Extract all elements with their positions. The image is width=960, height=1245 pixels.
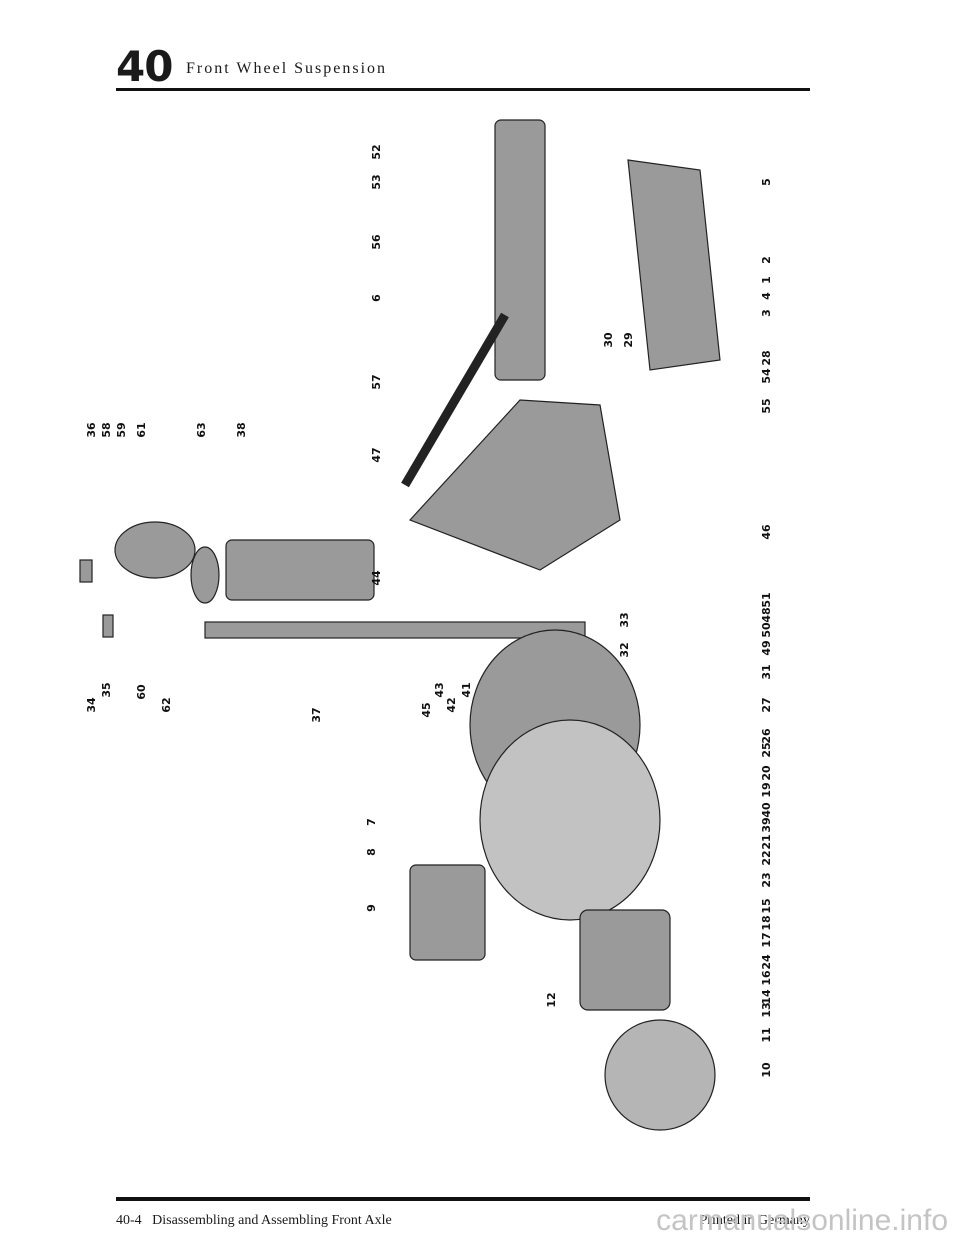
part-torsion-bar — [401, 312, 509, 488]
callout-labels: 1234567891011121314151617181920212223242… — [85, 144, 773, 1077]
callout-14: 14 — [760, 989, 773, 1005]
callout-1: 1 — [760, 276, 773, 284]
callout-36: 36 — [85, 422, 98, 438]
callout-6: 6 — [370, 294, 383, 302]
section-title: Front Wheel Suspension — [186, 60, 388, 77]
part-upper-mount — [114, 521, 196, 579]
callout-2: 2 — [760, 256, 773, 264]
callout-51: 51 — [760, 592, 773, 607]
callout-25: 25 — [760, 742, 773, 757]
callout-21: 21 — [760, 834, 773, 849]
callout-60: 60 — [135, 684, 148, 700]
part-strut-tube — [204, 621, 586, 639]
header-rule — [116, 88, 810, 91]
footer-rule — [116, 1197, 810, 1201]
callout-28: 28 — [760, 350, 773, 365]
callout-33: 33 — [618, 612, 631, 627]
callout-35: 35 — [100, 682, 113, 697]
callout-44: 44 — [370, 570, 383, 586]
callout-15: 15 — [760, 898, 773, 913]
callout-55: 55 — [760, 398, 773, 413]
callout-11: 11 — [760, 1027, 773, 1042]
callout-31: 31 — [760, 664, 773, 679]
callout-46: 46 — [760, 524, 773, 540]
part-brake-disc — [479, 719, 661, 921]
callout-13: 13 — [760, 1002, 773, 1017]
page-reference: 40-4 — [116, 1213, 142, 1228]
callout-18: 18 — [760, 915, 773, 930]
callout-9: 9 — [365, 904, 378, 912]
part-caliper — [409, 864, 486, 961]
callout-62: 62 — [160, 697, 173, 712]
section-number: 40 — [116, 42, 173, 91]
exploded-view-drawing: 1234567891011121314151617181920212223242… — [79, 119, 773, 1131]
callout-47: 47 — [370, 447, 383, 462]
watermark: carmanualsonline.info — [656, 1204, 948, 1237]
callout-20: 20 — [760, 765, 773, 781]
callout-24: 24 — [760, 954, 773, 970]
callout-42: 42 — [445, 697, 458, 712]
part-bolt — [102, 614, 114, 638]
part-wheel-hub — [604, 1019, 716, 1131]
callout-53: 53 — [370, 174, 383, 189]
callout-48: 48 — [760, 607, 773, 622]
callout-23: 23 — [760, 872, 773, 887]
callout-58: 58 — [100, 422, 113, 437]
callout-29: 29 — [622, 332, 635, 347]
callout-5: 5 — [760, 178, 773, 186]
callout-8: 8 — [365, 848, 378, 856]
part-nut — [79, 559, 93, 583]
callout-43: 43 — [433, 682, 446, 697]
callout-4: 4 — [760, 292, 773, 300]
part-upper-bracket — [494, 119, 546, 381]
callout-63: 63 — [195, 422, 208, 437]
callout-10: 10 — [760, 1062, 773, 1078]
callout-49: 49 — [760, 640, 773, 655]
callout-3: 3 — [760, 309, 773, 317]
callout-40: 40 — [760, 802, 773, 818]
part-shapes — [79, 119, 721, 1131]
callout-17: 17 — [760, 932, 773, 947]
callout-57: 57 — [370, 374, 383, 389]
callout-59: 59 — [115, 422, 128, 437]
callout-19: 19 — [760, 782, 773, 797]
page-caption: Disassembling and Assembling Front Axle — [152, 1213, 392, 1228]
part-boot — [225, 539, 375, 601]
callout-50: 50 — [760, 622, 773, 638]
callout-32: 32 — [618, 642, 631, 657]
footer-caption: 40-4 Disassembling and Assembling Front … — [116, 1213, 392, 1229]
callout-38: 38 — [235, 422, 248, 437]
page-header: 40 Front Wheel Suspension — [116, 44, 810, 94]
callout-54: 54 — [760, 368, 773, 384]
callout-39: 39 — [760, 817, 773, 832]
callout-61: 61 — [135, 422, 148, 437]
callout-16: 16 — [760, 970, 773, 986]
part-subframe-bracket — [627, 159, 721, 371]
callout-26: 26 — [760, 728, 773, 744]
print-note: Printed in Germany — [699, 1213, 810, 1228]
callout-52: 52 — [370, 144, 383, 159]
callout-7: 7 — [365, 818, 378, 826]
part-bump-stop — [190, 546, 220, 604]
callout-45: 45 — [420, 702, 433, 717]
part-hub-carrier — [579, 909, 671, 1011]
callout-56: 56 — [370, 234, 383, 250]
callout-34: 34 — [85, 697, 98, 713]
callout-41: 41 — [460, 682, 473, 697]
part-control-arm — [408, 399, 621, 571]
callout-27: 27 — [760, 697, 773, 712]
callout-30: 30 — [602, 332, 615, 348]
callout-22: 22 — [760, 850, 773, 865]
callout-37: 37 — [310, 707, 323, 722]
callout-12: 12 — [545, 992, 558, 1007]
